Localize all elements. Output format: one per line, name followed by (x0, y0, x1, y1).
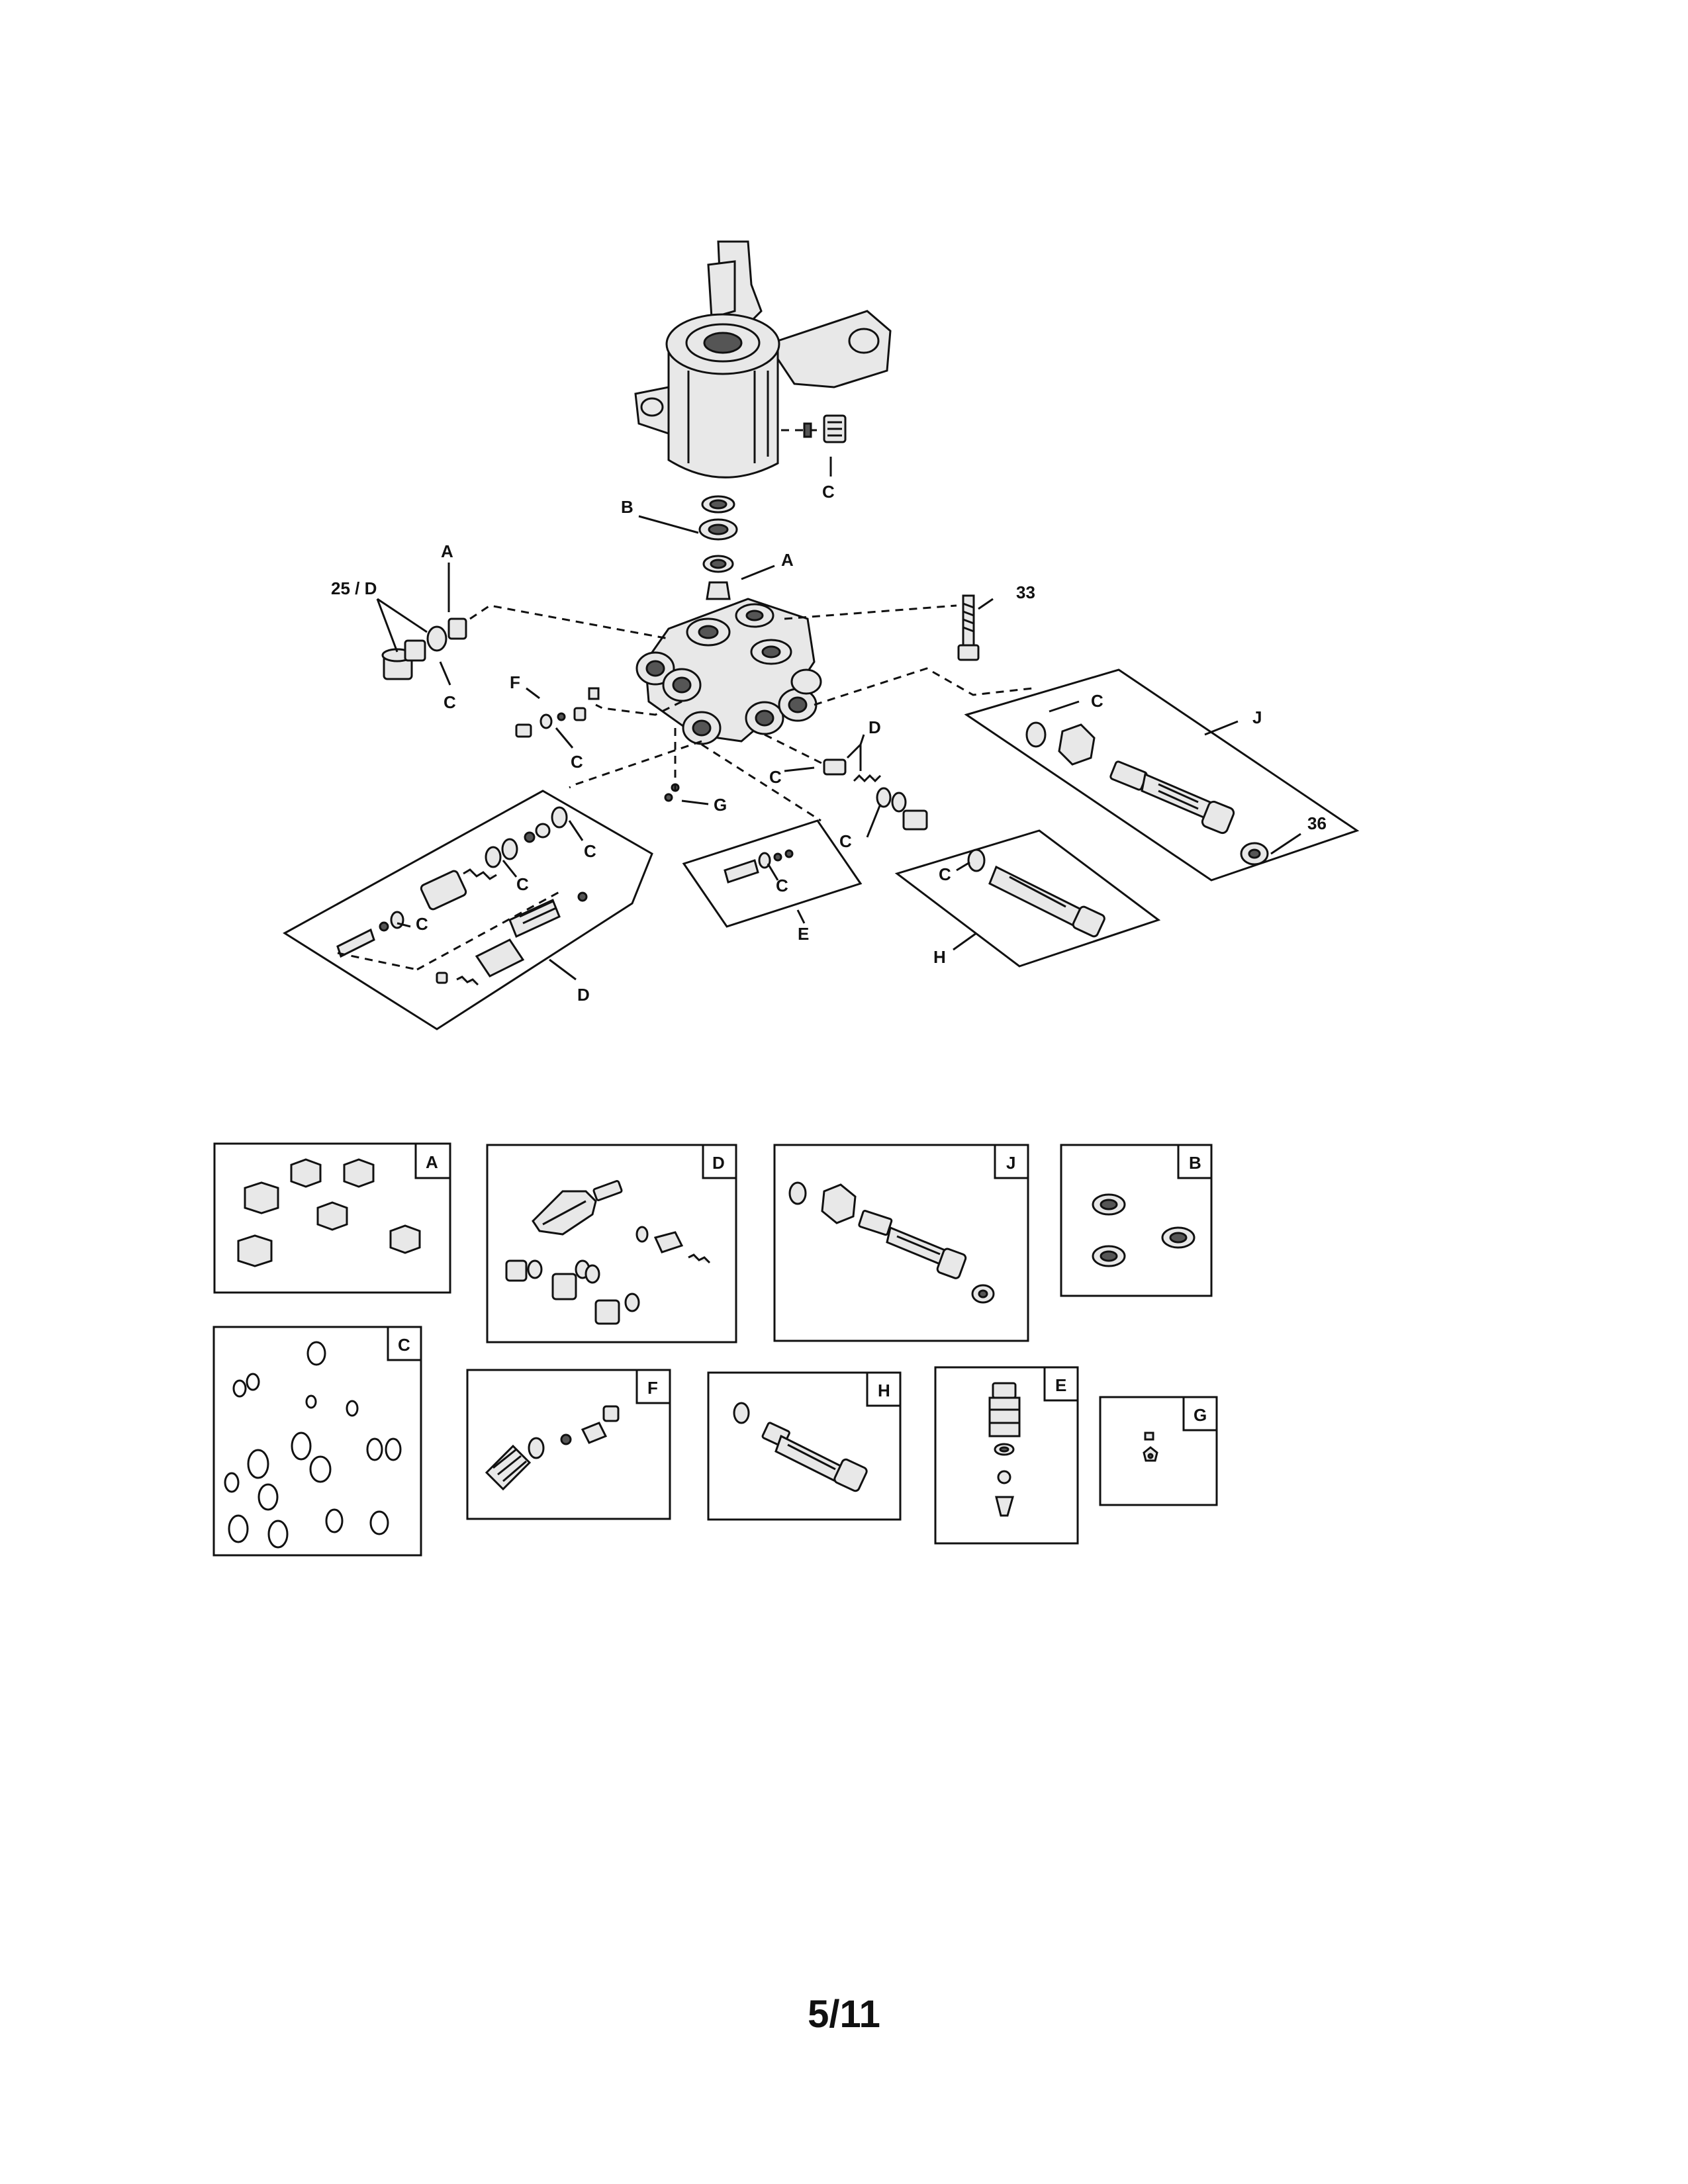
kit-h-label: H (878, 1381, 890, 1400)
kit-box-h: H (707, 1371, 902, 1521)
callout-c-j: C (1091, 691, 1103, 711)
callout-c-big3: C (416, 914, 428, 934)
callout-b: B (621, 497, 633, 517)
callout-36: 36 (1307, 813, 1327, 833)
kit-box-d: D (486, 1144, 737, 1343)
callout-h: H (933, 947, 946, 967)
seal-stack-b (698, 495, 738, 600)
callout-c-e: C (776, 876, 788, 895)
kit-box-g: G (1099, 1396, 1218, 1506)
pump-housing (634, 240, 892, 478)
kit-box-b: B (1060, 1144, 1213, 1297)
callout-labels: C B A A 25 / D C 33 F C D C G C J 36 C (331, 457, 1327, 1005)
kit-b-label: B (1189, 1153, 1201, 1173)
callout-c-left: C (444, 692, 456, 712)
pump-manifold (635, 598, 822, 745)
plug-25 (381, 617, 467, 680)
callout-f: F (510, 672, 520, 692)
callout-d-right: D (868, 717, 881, 737)
kit-c-label: C (398, 1335, 410, 1355)
bolt-33 (957, 594, 980, 661)
kit-j-label: J (1006, 1153, 1015, 1173)
callout-a-center: A (781, 550, 794, 570)
kit-box-f: F (466, 1369, 671, 1520)
callout-c-big2: C (516, 874, 529, 894)
callout-c-h: C (939, 864, 951, 884)
kit-box-e: E (934, 1366, 1079, 1545)
g-small-parts (664, 783, 680, 802)
callout-a-left: A (441, 541, 453, 561)
callout-d-big: D (577, 985, 590, 1005)
check-valve-d-parts (823, 758, 928, 831)
page-number: 5/11 (808, 1993, 880, 2036)
kit-d-label: D (712, 1153, 725, 1173)
kit-a-label: A (426, 1152, 438, 1172)
kit-box-a: A (213, 1142, 451, 1294)
kit-e-outline (682, 819, 863, 928)
callout-c-f: C (571, 752, 583, 772)
kit-j-outline (964, 668, 1360, 882)
callout-c-mid: C (769, 767, 782, 787)
kit-h-outline (894, 829, 1161, 968)
callout-25-d: 25 / D (331, 578, 377, 598)
callout-g: G (714, 795, 727, 815)
kit-box-j: J (773, 1144, 1029, 1342)
callout-c-mid2: C (839, 831, 852, 851)
kit-f-label: F (647, 1378, 658, 1398)
callout-c-top: C (822, 482, 835, 502)
unloader-f-parts (515, 687, 600, 738)
callout-33: 33 (1016, 582, 1035, 602)
kit-d-outline (283, 790, 653, 1030)
callout-c-big1: C (584, 841, 596, 861)
assembly-leader-lines (469, 604, 1033, 822)
kit-g-label: G (1194, 1405, 1207, 1425)
kit-box-c: C (212, 1326, 422, 1557)
kit-e-label: E (1055, 1375, 1066, 1395)
callout-j: J (1252, 707, 1262, 727)
callout-e: E (798, 924, 809, 944)
